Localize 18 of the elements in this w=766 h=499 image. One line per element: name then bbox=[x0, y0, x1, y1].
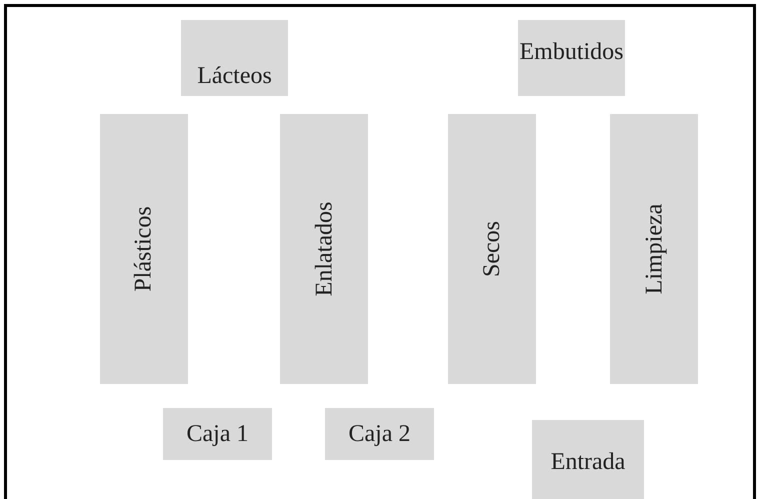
aisle-box bbox=[532, 420, 644, 499]
area-label: Embutidos bbox=[519, 40, 624, 64]
area-label: Caja 2 bbox=[348, 422, 410, 446]
aisle-label: Plásticos bbox=[132, 206, 156, 292]
aisle-label: Secos bbox=[480, 221, 504, 277]
area-label: Entrada bbox=[550, 450, 626, 474]
aisle-box bbox=[325, 408, 434, 460]
aisle-label: Enlatados bbox=[312, 202, 336, 296]
aisle-box bbox=[181, 20, 288, 96]
aisle-box bbox=[163, 408, 272, 460]
area-label: Lácteos bbox=[197, 64, 272, 88]
aisle-box bbox=[448, 114, 536, 384]
area-label: Caja 1 bbox=[186, 422, 248, 446]
aisle-box bbox=[610, 114, 698, 384]
aisle-box bbox=[518, 20, 625, 96]
aisle-box bbox=[100, 114, 188, 384]
aisle-box bbox=[280, 114, 368, 384]
aisle-label: Limpieza bbox=[642, 204, 666, 294]
